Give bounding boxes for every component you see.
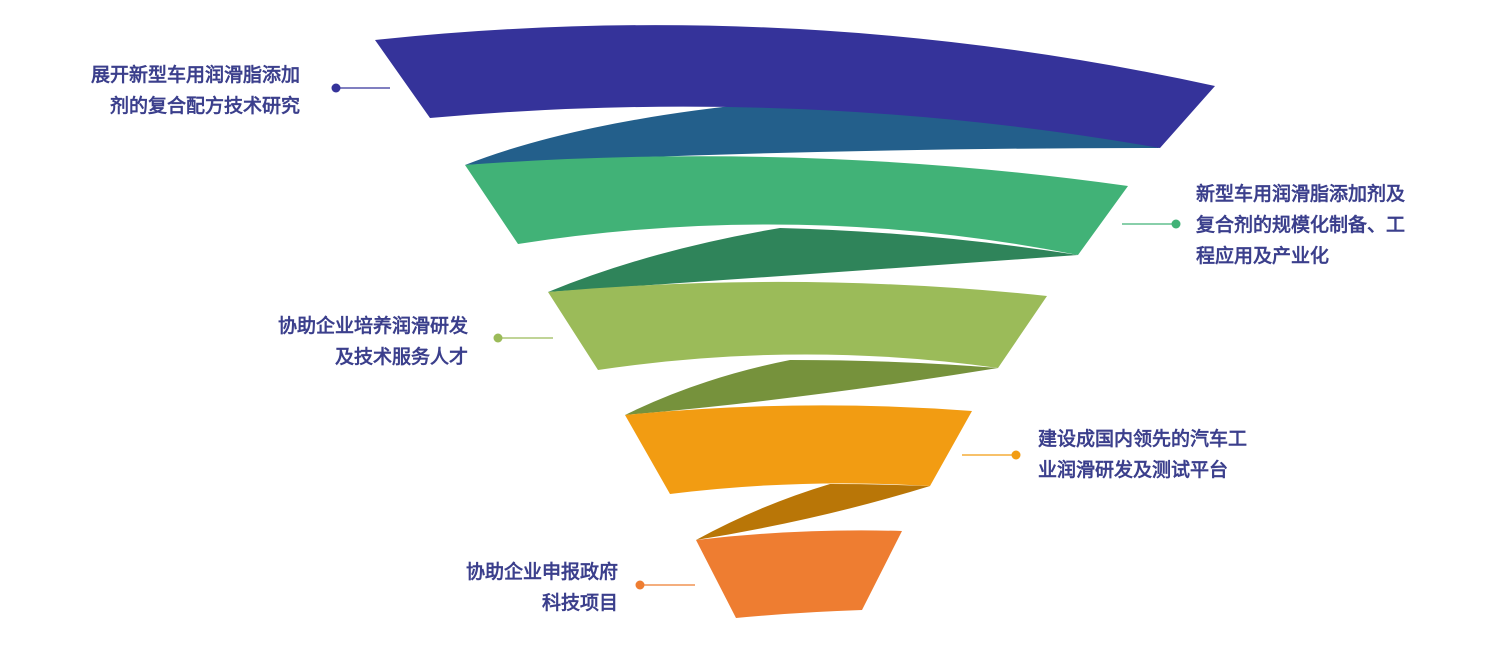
funnel-back-face-2 xyxy=(548,228,1078,292)
stage-label-2-line-2: 复合剂的规模化制备、工 xyxy=(1196,214,1406,236)
funnel-front-bands xyxy=(375,25,1215,618)
funnel-back-face-3 xyxy=(625,360,998,415)
stage-label-4: 建设成国内领先的汽车工 业润滑研发及测试平台 xyxy=(1038,424,1247,486)
connector-dot-3 xyxy=(493,333,503,343)
connector-dot-4 xyxy=(1011,450,1021,460)
stage-label-1-line-1: 展开新型车用润滑脂添加 xyxy=(90,64,300,86)
stage-label-3-line-2: 及技术服务人才 xyxy=(334,346,468,368)
funnel-band-1 xyxy=(375,25,1215,149)
stage-label-5: 协助企业申报政府 科技项目 xyxy=(466,557,618,619)
stage-label-4-line-2: 业润滑研发及测试平台 xyxy=(1038,459,1229,481)
stage-label-2: 新型车用润滑脂添加剂及 复合剂的规模化制备、工 程应用及产业化 xyxy=(1196,179,1405,272)
stage-label-2-line-3: 程应用及产业化 xyxy=(1196,245,1330,267)
funnel-band-3 xyxy=(548,281,1047,370)
label-connectors xyxy=(331,83,1181,590)
stage-label-5-line-1: 协助企业申报政府 xyxy=(465,561,618,583)
stage-label-5-line-2: 科技项目 xyxy=(541,592,618,614)
funnel-band-5 xyxy=(696,530,902,618)
funnel-band-2 xyxy=(465,156,1128,255)
funnel-back-face-4 xyxy=(696,484,930,540)
connector-dot-1 xyxy=(331,83,341,93)
stage-label-2-line-1: 新型车用润滑脂添加剂及 xyxy=(1196,183,1406,205)
connector-dot-2 xyxy=(1171,219,1181,229)
stage-label-4-line-1: 建设成国内领先的汽车工 xyxy=(1038,428,1248,450)
connector-dot-5 xyxy=(635,580,645,590)
funnel-band-4 xyxy=(625,405,972,494)
stage-label-1: 展开新型车用润滑脂添加 剂的复合配方技术研究 xyxy=(91,60,300,122)
stage-label-3-line-1: 协助企业培养润滑研发 xyxy=(277,315,468,337)
stage-label-3: 协助企业培养润滑研发 及技术服务人才 xyxy=(278,311,468,373)
stage-label-1-line-2: 剂的复合配方技术研究 xyxy=(109,95,300,117)
